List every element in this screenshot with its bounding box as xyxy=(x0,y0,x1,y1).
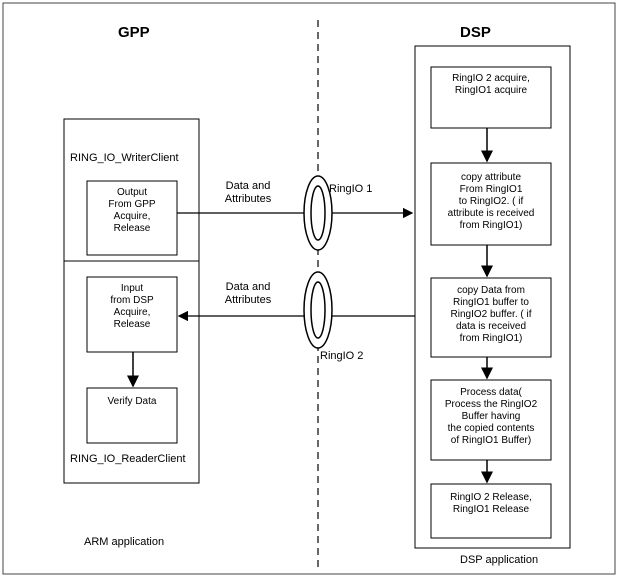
dsp-step1-box xyxy=(430,66,552,129)
dsp-step2-box xyxy=(430,162,552,246)
ringio2-inner-ring xyxy=(310,281,326,339)
dsp-header: DSP xyxy=(460,24,491,41)
dsp-footer: DSP application xyxy=(460,554,539,566)
input-box-label: Input from DSP Acquire, Release xyxy=(110,283,154,330)
gpp-header: GPP xyxy=(118,24,150,41)
gpp-footer: ARM application xyxy=(84,536,165,548)
dsp-step3-label: copy Data from RingIO1 buffer to RingIO2… xyxy=(450,285,532,344)
dsp-step5-label: RingIO 2 Release, RingIO1 Release xyxy=(450,492,532,515)
ringio1-label: RingIO 1 xyxy=(329,183,373,195)
dsp-step4-box xyxy=(430,379,552,461)
ringio1-inner-ring xyxy=(310,185,326,241)
verify-box-label: Verify Data xyxy=(107,396,157,407)
dsp-step3-box xyxy=(430,277,552,358)
dsp-step5-box xyxy=(430,483,552,539)
dsp-container xyxy=(414,45,571,549)
top-data-attributes-label: Data and Attributes xyxy=(224,180,272,205)
output-box-label: Output From GPP Acquire, Release xyxy=(108,187,156,234)
input-box xyxy=(86,276,178,353)
bottom-data-attributes-label: Data and Attributes xyxy=(224,281,272,306)
dsp-step2-label: copy attribute From RingIO1 to RingIO2. … xyxy=(447,172,535,231)
ringio2-label: RingIO 2 xyxy=(320,350,364,362)
reader-client-label: RING_IO_ReaderClient xyxy=(70,453,186,465)
output-box xyxy=(86,180,178,256)
dsp-step1-label: RingIO 2 acquire, RingIO1 acquire xyxy=(452,73,530,96)
dsp-step4-label: Process data( Process the RingIO2 Buffer… xyxy=(444,387,538,446)
verify-box xyxy=(86,387,178,444)
writer-client-label: RING_IO_WriterClient xyxy=(70,152,179,164)
reader-client-container xyxy=(63,260,200,484)
